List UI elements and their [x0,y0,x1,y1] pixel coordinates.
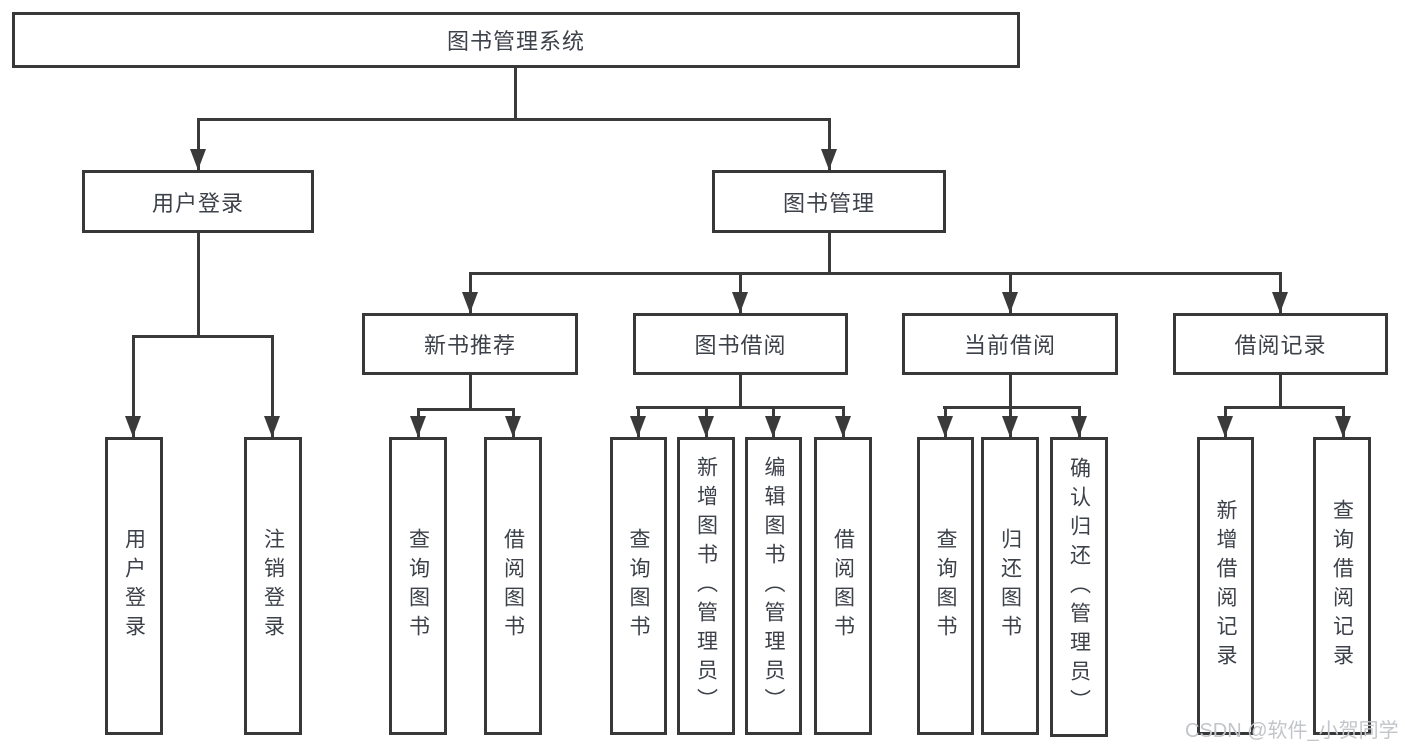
connector-root-crossbar [197,118,831,121]
arrowhead-leaf-confirm-return [1071,416,1087,437]
connector-book-management-crossbar [469,272,1281,275]
connector-borrow-records-crossbar [1224,406,1344,409]
arrowhead-current-borrow [1002,292,1018,313]
node-new-book-recommend-label: 新书推荐 [423,333,516,358]
leaf-borrow-book-label: 借阅图书 [831,528,855,644]
node-current-borrow: 当前借阅 [902,313,1118,375]
node-book-borrow: 图书借阅 [633,313,848,375]
leaf-confirm-return-admin: 确认归还（管理员） [1050,437,1108,737]
leaf-add-borrow-record-label: 新增借阅记录 [1214,499,1237,673]
connector-book-borrow-crossbar [636,406,843,409]
leaf-query-book-recommend-label: 查询图书 [406,528,430,644]
connector-user-login-stem [197,233,200,335]
arrowhead-leaf-borrow-book-recommend [505,416,521,437]
node-new-book-recommend: 新书推荐 [362,313,578,375]
arrowhead-book-borrow [732,292,748,313]
node-book-borrow-label: 图书借阅 [694,333,787,358]
leaf-borrow-book: 借阅图书 [814,437,872,735]
leaf-query-book-recommend: 查询图书 [389,437,447,735]
leaf-user-login-label: 用户登录 [122,528,146,644]
arrowhead-leaf-query-book-borrow [630,416,646,437]
connector-new-book-recommend-stem [469,375,472,408]
connector-root-to-book-management [828,118,831,170]
node-book-management: 图书管理 [712,170,946,233]
leaf-edit-book-admin-label: 编辑图书（管理员） [762,455,785,717]
arrowhead-book-management [821,149,837,170]
arrowhead-borrow-records [1272,292,1288,313]
leaf-edit-book-admin: 编辑图书（管理员） [745,437,802,735]
connector-book-borrow-stem [739,375,742,406]
node-root: 图书管理系统 [12,12,1020,68]
leaf-return-book: 归还图书 [981,437,1039,735]
leaf-logout: 注销登录 [244,437,302,735]
arrowhead-new-book-recommend [462,292,478,313]
leaf-logout-label: 注销登录 [261,528,285,644]
leaf-confirm-return-admin-label: 确认归还（管理员） [1067,456,1091,718]
node-current-borrow-label: 当前借阅 [963,333,1056,358]
arrowhead-leaf-return-book [1002,416,1018,437]
arrowhead-leaf-borrow-book [835,416,851,437]
leaf-return-book-label: 归还图书 [998,528,1022,644]
leaf-query-book-current: 查询图书 [917,437,974,735]
arrowhead-leaf-logout [264,416,280,437]
leaf-add-book-admin: 新增图书（管理员） [677,437,735,735]
leaf-add-book-admin-label: 新增图书（管理员） [694,455,718,717]
leaf-user-login: 用户登录 [105,437,163,735]
leaf-query-book-borrow: 查询图书 [610,437,667,735]
connector-new-book-recommend-crossbar [417,408,514,411]
arrowhead-leaf-query-book-recommend [410,416,426,437]
leaf-query-book-current-label: 查询图书 [934,528,957,644]
connector-book-management-stem [828,233,831,272]
node-user-login: 用户登录 [82,170,314,233]
arrowhead-leaf-user-login [125,416,141,437]
leaf-query-book-borrow-label: 查询图书 [627,528,650,644]
node-borrow-records-label: 借阅记录 [1234,333,1327,358]
arrowhead-leaf-edit-book [765,416,781,437]
connector-to-leaf-logout [271,335,274,437]
leaf-borrow-book-recommend-label: 借阅图书 [501,528,525,644]
node-user-login-label: 用户登录 [151,190,244,216]
leaf-borrow-book-recommend: 借阅图书 [484,437,542,735]
arrowhead-leaf-query-record [1335,416,1351,437]
node-root-label: 图书管理系统 [446,29,585,54]
node-borrow-records: 借阅记录 [1173,313,1388,375]
arrowhead-user-login [190,149,206,170]
leaf-query-borrow-record: 查询借阅记录 [1313,437,1371,735]
connector-to-leaf-user-login [132,335,135,437]
leaf-add-borrow-record: 新增借阅记录 [1197,437,1254,735]
connector-root-stem [514,68,517,120]
connector-root-to-user-login [197,118,200,170]
arrowhead-leaf-add-record [1217,416,1233,437]
connector-borrow-records-stem [1279,375,1282,406]
arrowhead-leaf-add-book [698,416,714,437]
connector-current-borrow-stem [1009,375,1012,406]
csdn-watermark: CSDN @软件_小贺同学 [1185,720,1399,742]
arrowhead-leaf-query-book-current [937,416,953,437]
connector-user-login-crossbar [132,335,274,338]
leaf-query-borrow-record-label: 查询借阅记录 [1330,499,1354,673]
node-book-management-label: 图书管理 [782,190,875,216]
